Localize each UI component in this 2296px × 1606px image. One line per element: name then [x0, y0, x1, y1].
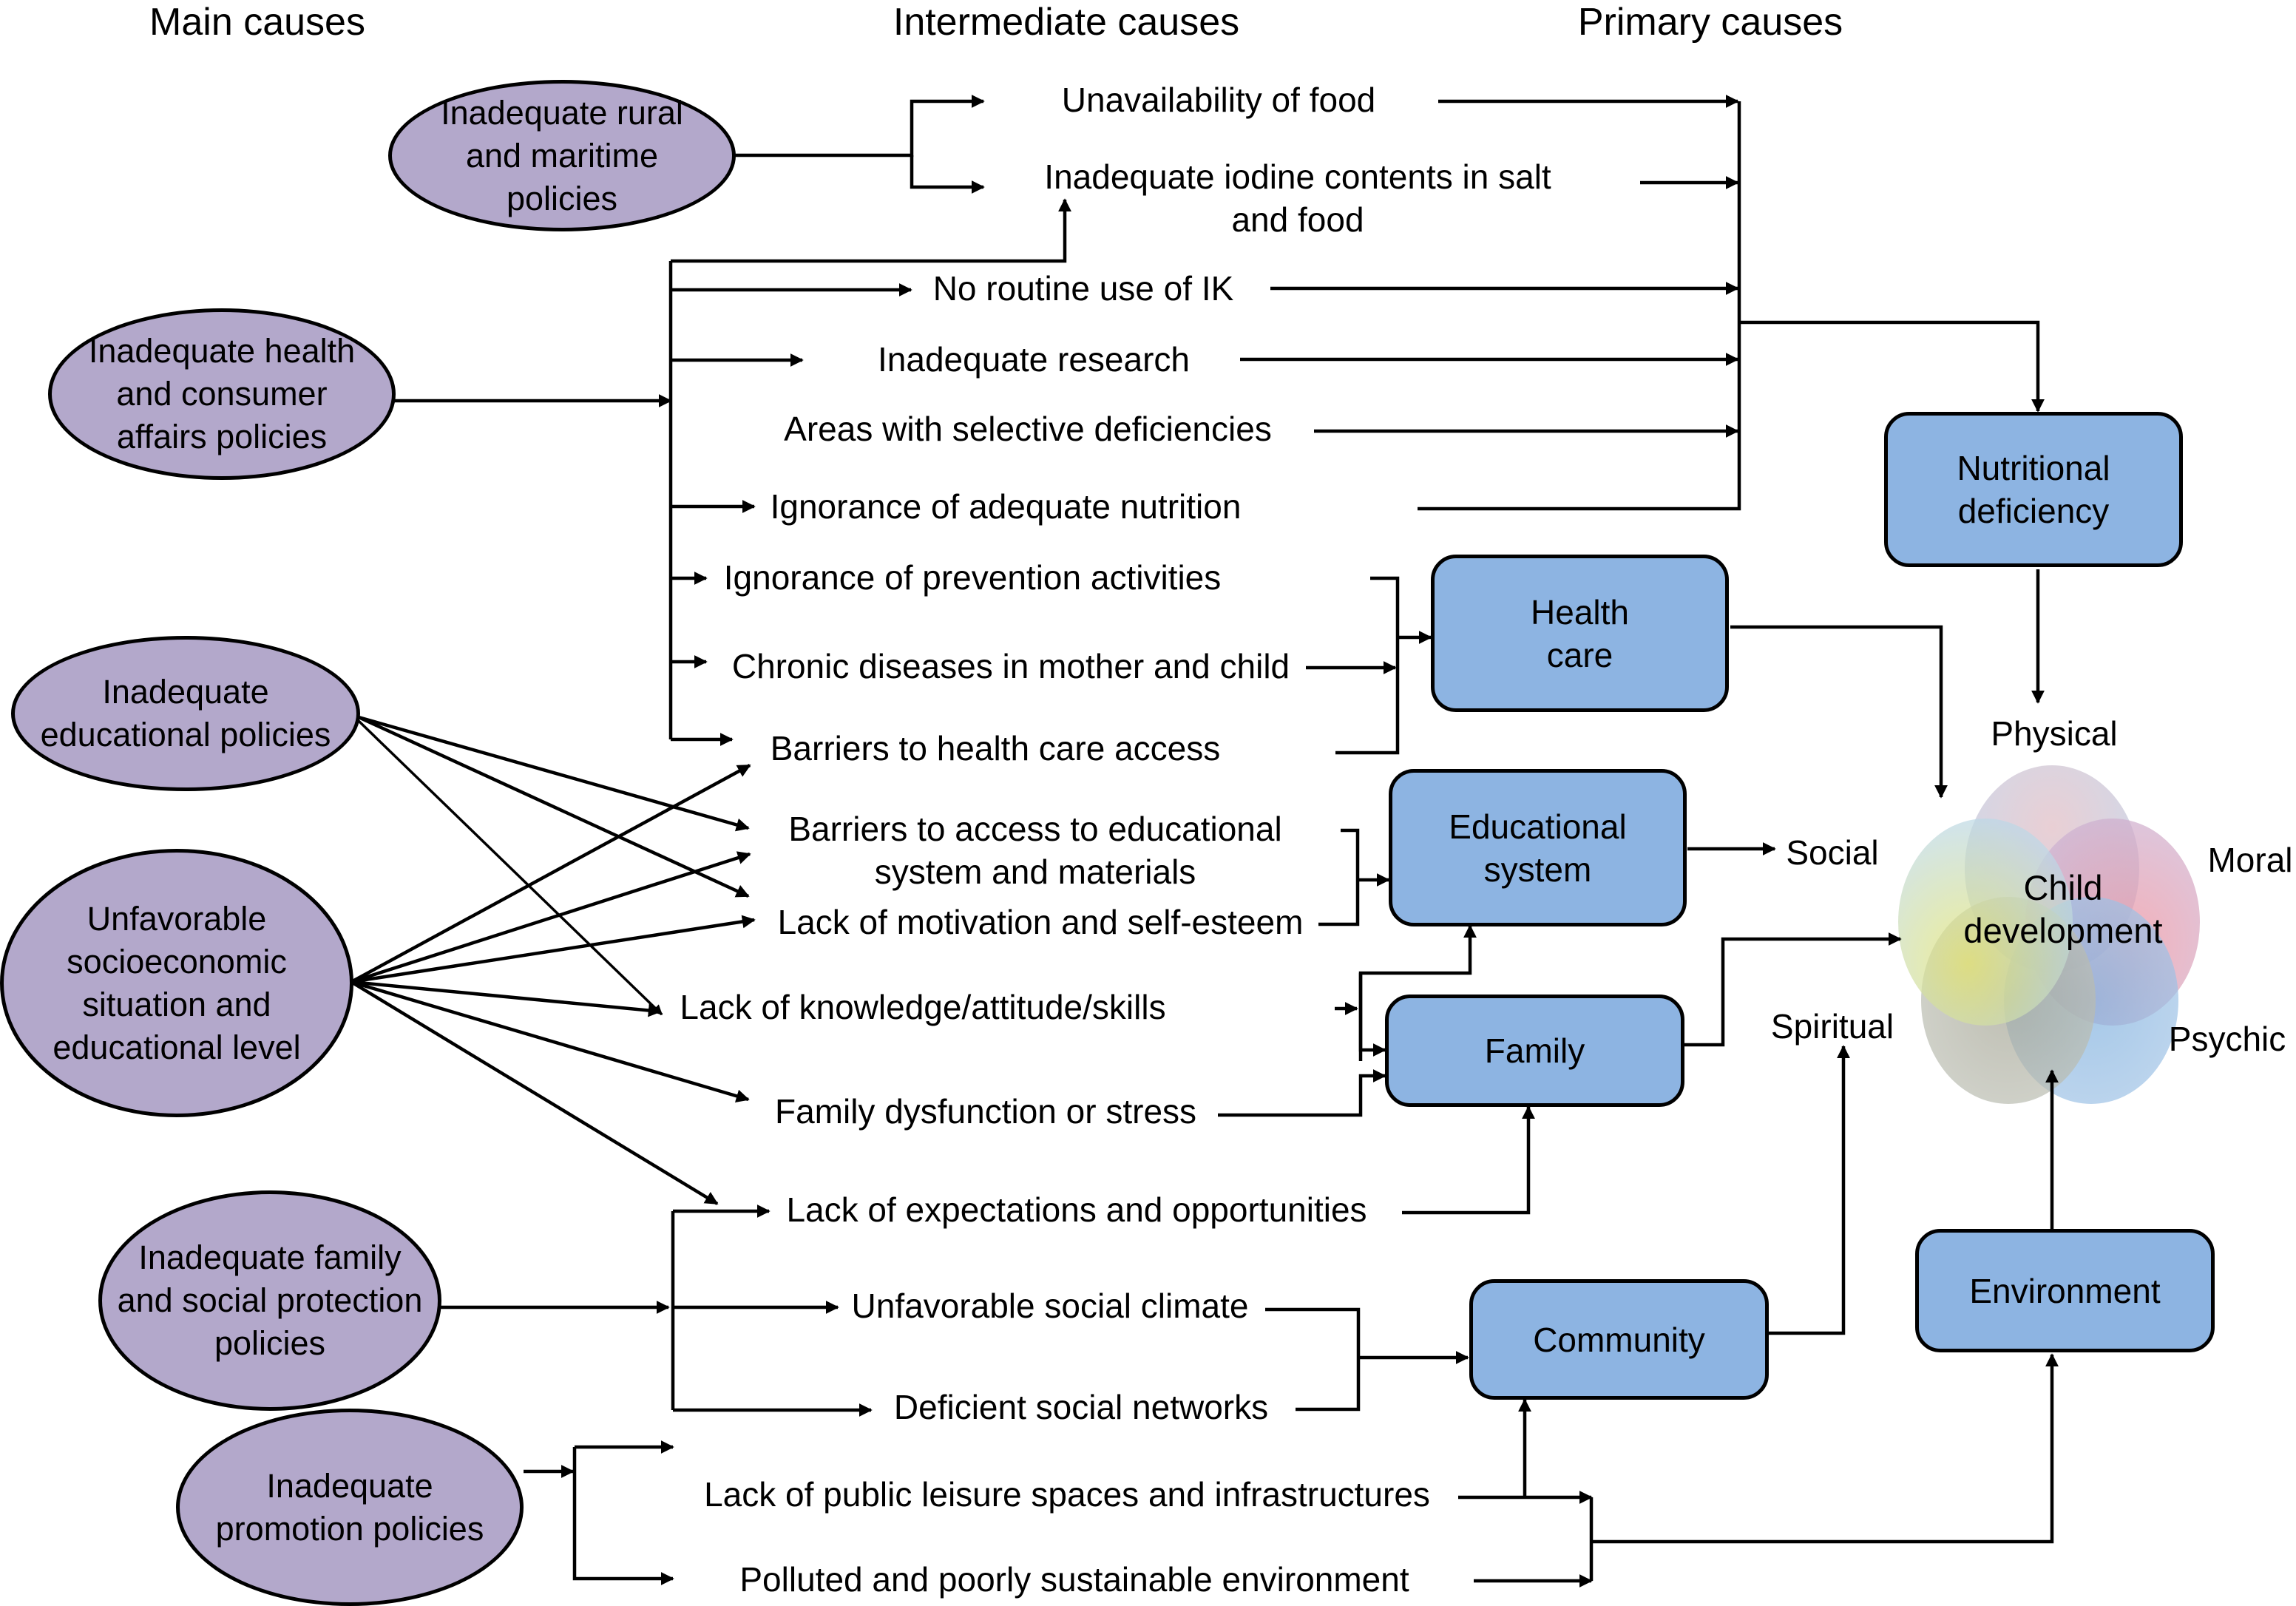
main-cause-rural-maritime[interactable]: Inadequate rural and maritime policies	[388, 80, 736, 231]
connector	[357, 719, 663, 1016]
connector	[1318, 828, 1360, 926]
connector	[358, 715, 750, 832]
intermediate-cause-label: Ignorance of prevention activities	[723, 558, 1222, 597]
connector	[351, 851, 751, 984]
primary-cause-environment[interactable]: Environment	[1915, 1229, 2215, 1352]
connector	[1589, 1355, 2052, 1581]
main-cause-socioeconomic[interactable]: Unfavorable socioeconomic situation and …	[0, 849, 353, 1117]
header-main-causes: Main causes	[149, 1, 365, 44]
intermediate-cause-label: Lack of knowledge/attitude/skills	[680, 988, 1166, 1026]
connector	[351, 915, 756, 984]
connector	[1684, 932, 1902, 1047]
connector	[350, 980, 719, 1205]
intermediate-cause-label: Lack of motivation and self-esteem	[777, 903, 1304, 941]
connector	[1265, 1307, 1361, 1412]
intermediate-cause-label: Deficient social networks	[893, 1388, 1269, 1426]
dimension-spiritual: Spiritual	[1770, 1007, 1894, 1046]
intermediate-cause-label: Ignorance of adequate nutrition	[770, 487, 1242, 526]
intermediate-cause-label: Inadequate iodine contents in salt and f…	[1044, 157, 1551, 239]
connector	[1218, 1069, 1386, 1117]
connector	[351, 980, 750, 1103]
main-cause-promotion[interactable]: Inadequate promotion policies	[176, 1409, 524, 1606]
connector	[350, 764, 751, 983]
primary-cause-nutritional-deficiency[interactable]: Nutritional deficiency	[1884, 412, 2183, 567]
main-cause-health-consumer[interactable]: Inadequate health and consumer affairs p…	[48, 308, 396, 480]
intermediate-cause-label: Polluted and poorly sustainable environm…	[739, 1560, 1409, 1599]
header-primary-causes: Primary causes	[1577, 1, 1843, 44]
dimension-psychic: Psychic	[2168, 1020, 2286, 1058]
petal-social	[1898, 819, 2073, 1026]
main-cause-family-social-protection[interactable]: Inadequate family and social protection …	[98, 1190, 441, 1411]
intermediate-cause-label: Lack of expectations and opportunities	[786, 1190, 1367, 1229]
main-cause-educational[interactable]: Inadequate educational policies	[11, 636, 360, 791]
intermediate-cause-label: Lack of public leisure spaces and infras…	[704, 1475, 1430, 1514]
intermediate-cause-label: Inadequate research	[878, 340, 1190, 379]
connector	[572, 1447, 674, 1585]
intermediate-cause-label: Chronic diseases in mother and child	[731, 647, 1290, 685]
child-development-label: Child development	[1963, 868, 2163, 950]
primary-cause-educational-system[interactable]: Educational system	[1389, 769, 1687, 926]
connector	[734, 95, 985, 157]
connector	[1402, 1105, 1535, 1215]
connector	[671, 198, 1071, 263]
intermediate-cause-label: Unfavorable social climate	[851, 1287, 1249, 1325]
connector	[1358, 973, 1386, 1057]
intermediate-cause-label: Areas with selective deficiencies	[784, 410, 1272, 448]
dimension-physical: Physical	[1991, 714, 2118, 753]
intermediate-cause-label: Barriers to health care access	[770, 729, 1221, 768]
intermediate-cause-label: No routine use of IK	[932, 269, 1234, 308]
connector	[1418, 101, 1741, 511]
intermediate-cause-label: Barriers to access to educational system…	[788, 810, 1282, 891]
connector	[1739, 320, 2045, 413]
connector	[1769, 1045, 1850, 1335]
primary-cause-health-care[interactable]: Health care	[1431, 555, 1729, 712]
connector	[1730, 625, 1948, 799]
primary-cause-community[interactable]: Community	[1469, 1279, 1769, 1400]
connector	[910, 155, 985, 194]
connector	[358, 715, 750, 898]
dimension-social: Social	[1786, 833, 1879, 872]
header-intermediate-causes: Intermediate causes	[893, 1, 1240, 44]
dimension-moral: Moral	[2207, 841, 2293, 879]
intermediate-cause-label: Family dysfunction or stress	[774, 1092, 1197, 1131]
child-development-flower	[1898, 765, 2200, 1104]
connector	[1335, 576, 1400, 755]
connector	[351, 980, 662, 1017]
primary-cause-family[interactable]: Family	[1385, 995, 1684, 1107]
intermediate-cause-label: Unavailability of food	[1061, 81, 1376, 119]
